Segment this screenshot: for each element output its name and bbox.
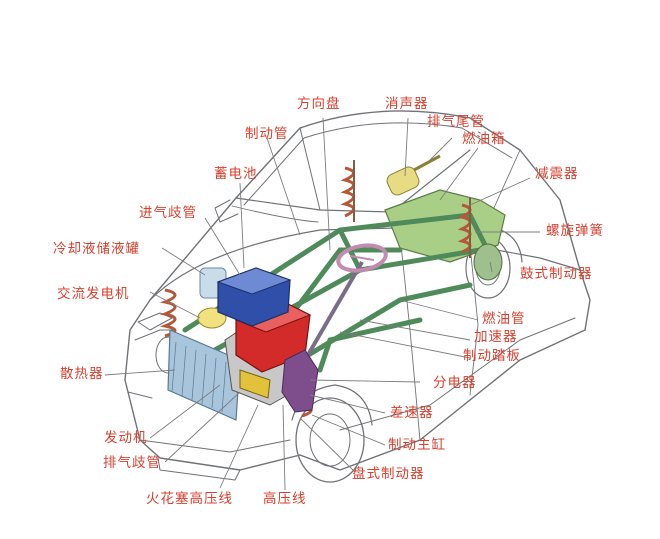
label-brake-pedal: 制动踏板 bbox=[463, 348, 521, 364]
label-disc-brake: 盘式制动器 bbox=[352, 466, 425, 482]
label-ht-wire: 高压线 bbox=[263, 491, 307, 507]
battery-shape bbox=[216, 267, 292, 327]
label-distributor: 分电器 bbox=[433, 375, 477, 391]
label-fuel-tank: 燃油箱 bbox=[462, 131, 506, 147]
steering-assembly bbox=[303, 243, 388, 362]
label-accelerator: 加速器 bbox=[474, 329, 518, 345]
label-muffler: 消声器 bbox=[385, 96, 429, 112]
label-intake-manifold: 进气歧管 bbox=[139, 205, 197, 221]
label-coolant-tank: 冷却液储液罐 bbox=[53, 241, 140, 257]
drum-brake-shape bbox=[473, 243, 503, 281]
label-coil-spring: 螺旋弹簧 bbox=[546, 223, 604, 239]
label-battery: 蓄电池 bbox=[214, 166, 258, 182]
fuel-tank-shape bbox=[384, 189, 506, 263]
label-radiator: 散热器 bbox=[60, 366, 104, 382]
car-body-outline bbox=[124, 110, 591, 483]
label-shock-absorber: 减震器 bbox=[535, 166, 579, 182]
label-alternator: 交流发电机 bbox=[57, 286, 130, 302]
muffler-assembly bbox=[386, 154, 441, 196]
distributor-shape bbox=[281, 349, 319, 413]
label-steering-wheel: 方向盘 bbox=[297, 96, 341, 112]
radiator-shape bbox=[167, 329, 241, 421]
label-tailpipe: 排气尾管 bbox=[427, 114, 485, 130]
leader-lines bbox=[104, 117, 540, 491]
label-drum-brake: 鼓式制动器 bbox=[520, 266, 593, 282]
label-fuel-pipe: 燃油管 bbox=[482, 311, 526, 327]
label-brake-pipe: 制动管 bbox=[245, 126, 289, 142]
label-differential: 差速器 bbox=[390, 405, 434, 421]
label-exhaust-manifold: 排气歧管 bbox=[103, 455, 161, 471]
label-spark-plug-wire: 火花塞高压线 bbox=[146, 491, 233, 507]
label-engine: 发动机 bbox=[104, 430, 148, 446]
label-master-cylinder: 制动主缸 bbox=[388, 437, 446, 453]
